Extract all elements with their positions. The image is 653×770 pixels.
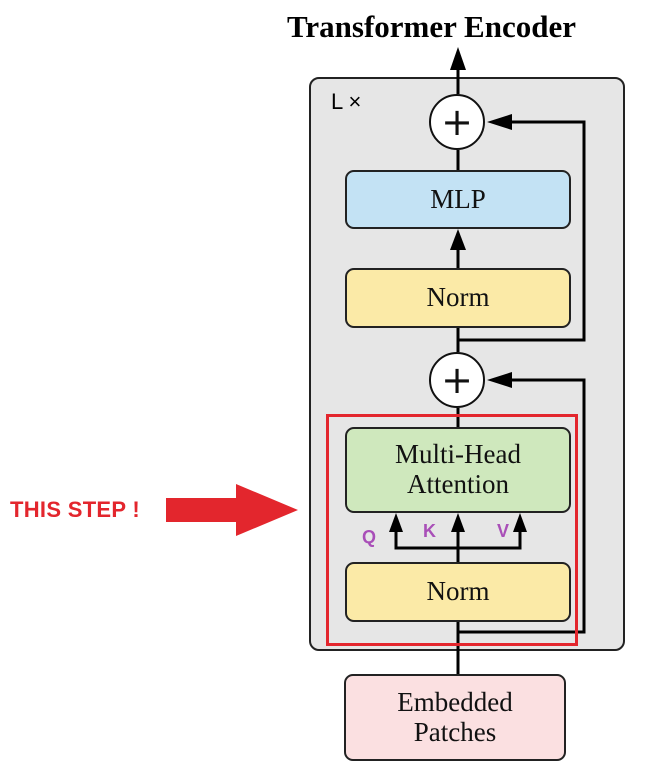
- layer-count-label: L ×: [331, 89, 362, 114]
- residual-add-bottom-icon: +: [429, 352, 485, 408]
- mlp-block: MLP: [345, 170, 571, 229]
- diagram-title: Transformer Encoder: [287, 9, 576, 44]
- multi-head-attention-block: Multi-Head Attention: [345, 427, 571, 513]
- query-label: Q: [362, 527, 377, 547]
- callout-text: THIS STEP !: [10, 497, 141, 522]
- value-label: V: [497, 521, 510, 541]
- key-label: K: [423, 521, 436, 541]
- callout-arrow-icon: [166, 484, 298, 536]
- highlight-box: [326, 414, 578, 646]
- residual-add-top-icon: +: [429, 94, 485, 150]
- residual-path-top: [458, 120, 586, 342]
- norm-block-top: Norm: [345, 268, 571, 328]
- patches-label-line2: Patches: [413, 716, 497, 747]
- qkv-branch: [394, 530, 460, 562]
- embedded-patches-block: Embedded Patches: [344, 674, 566, 761]
- mha-label-line2: Attention: [407, 469, 509, 499]
- patches-label-line1: Embedded: [397, 686, 513, 717]
- norm-block-bottom: Norm: [345, 562, 571, 622]
- mha-label-line1: Multi-Head: [395, 439, 521, 470]
- residual-path-bottom: [458, 378, 586, 634]
- arrow-top-output: [450, 47, 466, 70]
